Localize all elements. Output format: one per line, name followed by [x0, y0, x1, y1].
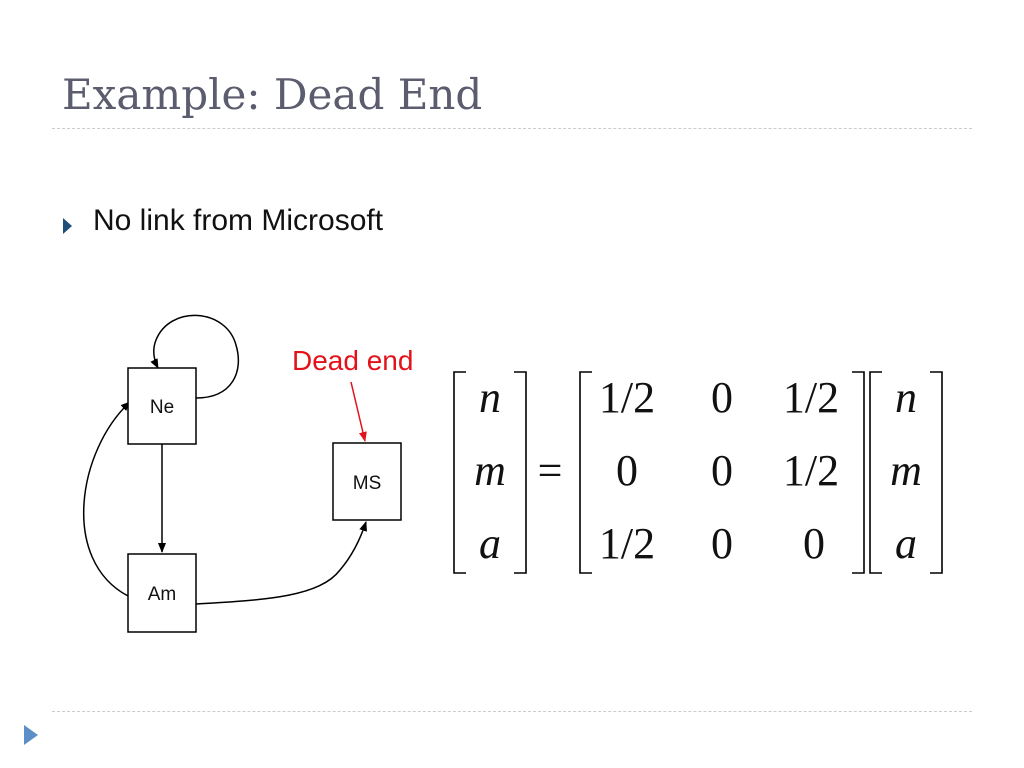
matrix-cell: 0: [616, 446, 638, 495]
edge-am-to-ms: [195, 521, 367, 605]
node-ms-label: MS: [353, 473, 382, 494]
footer-triangle-icon: [24, 725, 38, 745]
edge-ne-self-loop: [150, 314, 240, 399]
rhs-left-bracket: [869, 371, 882, 574]
node-am: Am: [127, 553, 197, 633]
matrix-cell: 1/2: [599, 519, 655, 568]
bullet-triangle-icon: [63, 218, 72, 234]
pagerank-equation: n m a = 1/2 0 1/2 0 0 1/2 1/2 0 0 n m a: [453, 371, 943, 574]
node-am-label: Am: [148, 584, 177, 605]
footer-divider: [52, 711, 972, 712]
title-divider: [52, 128, 972, 129]
lhs-m: m: [474, 446, 506, 495]
matrix-cell: 1/2: [599, 373, 655, 422]
matrix-right-bracket: [852, 371, 865, 574]
matrix-cell: 0: [803, 519, 825, 568]
bullet-text: No link from Microsoft: [93, 204, 384, 237]
matrix-cell: 0: [711, 519, 733, 568]
matrix-cell: 0: [711, 373, 733, 422]
equals-sign: =: [538, 446, 563, 495]
matrix-cell: 1/2: [783, 373, 839, 422]
matrix-left-bracket: [579, 371, 592, 574]
node-ne-label: Ne: [150, 397, 174, 418]
rhs-a: a: [895, 519, 917, 568]
node-ne: Ne: [127, 367, 197, 445]
node-ms: MS: [332, 442, 402, 521]
slide-title: Example: Dead End: [62, 70, 483, 119]
matrix-cell: 1/2: [783, 446, 839, 495]
lhs-right-bracket: [514, 371, 527, 574]
lhs-left-bracket: [453, 371, 466, 574]
rhs-n: n: [895, 373, 917, 422]
edge-am-to-ne: [82, 401, 131, 597]
rhs-right-bracket: [930, 371, 943, 574]
matrix-cell: 0: [711, 446, 733, 495]
rhs-m: m: [890, 446, 922, 495]
annotation-arrow: [350, 381, 367, 442]
dead-end-annotation: Dead end: [292, 345, 413, 376]
lhs-a: a: [479, 519, 501, 568]
lhs-n: n: [479, 373, 501, 422]
